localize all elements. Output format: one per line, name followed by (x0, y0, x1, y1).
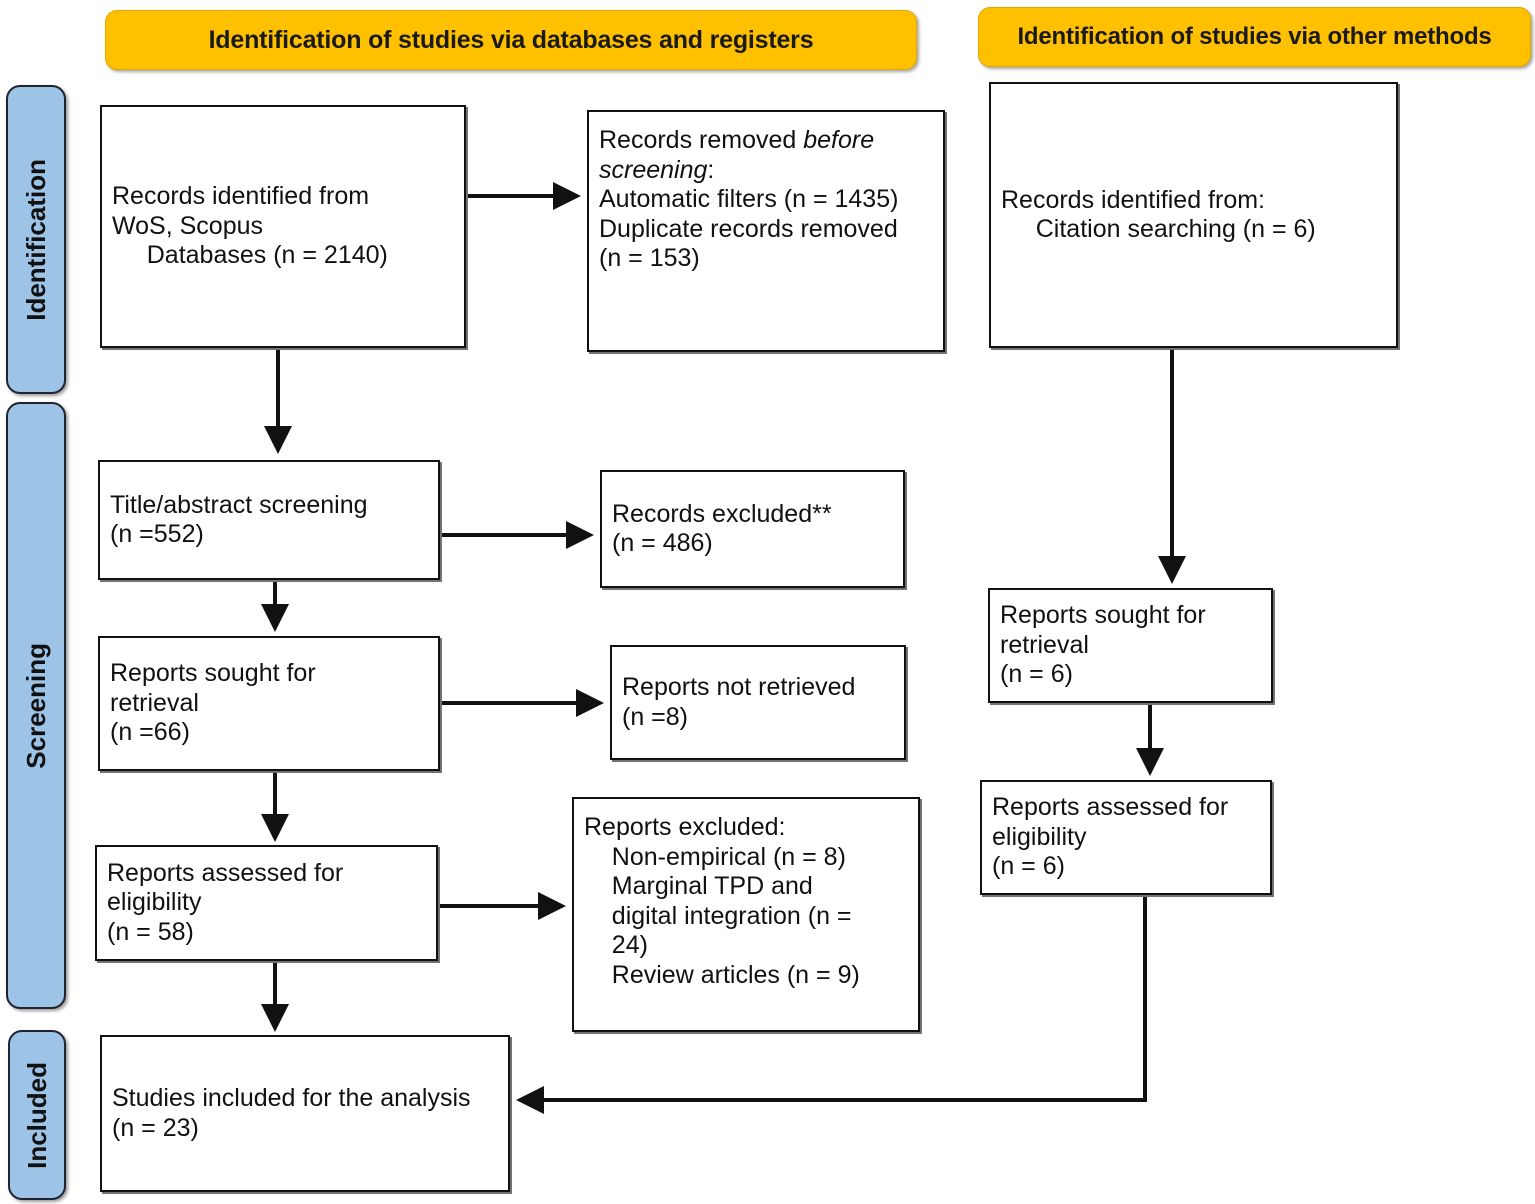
box-reports-assessed-eligibility-left: Reports assessed for eligibility (n = 58… (95, 845, 438, 961)
records-removed-emphasis: before screening (599, 126, 882, 184)
stage-label-identification: Identification (6, 85, 66, 394)
box-records-identified-other-methods-text: Records identified from: Citation search… (1001, 185, 1316, 244)
box-title-abstract-screening: Title/abstract screening (n =552) (98, 460, 440, 580)
box-reports-sought-retrieval-right-text: Reports sought for retrieval (n = 6) (1000, 601, 1206, 689)
stage-label-included: Included (8, 1030, 66, 1200)
box-reports-not-retrieved-text: Reports not retrieved (n =8) (622, 673, 856, 731)
header-databases-registers: Identification of studies via databases … (105, 10, 917, 70)
box-reports-not-retrieved: Reports not retrieved (n =8) (610, 645, 906, 760)
box-records-identified-databases: Records identified from WoS, Scopus Data… (100, 105, 466, 348)
box-records-excluded-text: Records excluded** (n = 486) (612, 499, 832, 558)
records-removed-lead: Records removed (599, 126, 804, 154)
box-reports-assessed-eligibility-left-text: Reports assessed for eligibility (n = 58… (107, 858, 344, 946)
box-title-abstract-screening-text: Title/abstract screening (n =552) (110, 490, 368, 549)
box-reports-assessed-eligibility-right: Reports assessed for eligibility (n = 6) (980, 780, 1272, 895)
stage-label-screening-text: Screening (20, 642, 51, 769)
box-records-identified-databases-text: Records identified from WoS, Scopus Data… (112, 182, 388, 270)
records-removed-rest: : Automatic filters (n = 1435) Duplicate… (599, 155, 899, 273)
box-records-excluded: Records excluded** (n = 486) (600, 470, 905, 588)
box-studies-included-text: Studies included for the analysis (n = 2… (112, 1084, 471, 1142)
box-reports-sought-retrieval-left-text: Reports sought for retrieval (n =66) (110, 659, 316, 747)
box-reports-sought-retrieval-left: Reports sought for retrieval (n =66) (98, 636, 440, 771)
header-other-methods-label: Identification of studies via other meth… (1017, 23, 1492, 50)
box-reports-sought-retrieval-right: Reports sought for retrieval (n = 6) (988, 588, 1273, 703)
box-records-removed-before-screening: Records removed before screening: Automa… (587, 110, 945, 352)
stage-label-screening: Screening (6, 402, 66, 1009)
box-reports-excluded-text: Reports excluded: Non-empirical (n = 8) … (584, 813, 860, 989)
box-reports-assessed-eligibility-right-text: Reports assessed for eligibility (n = 6) (992, 793, 1229, 881)
box-records-removed-text: Records removed before screening: Automa… (589, 112, 943, 274)
header-databases-label: Identification of studies via databases … (208, 25, 814, 54)
box-reports-excluded: Reports excluded: Non-empirical (n = 8) … (572, 797, 920, 1032)
stage-label-identification-text: Identification (20, 158, 51, 321)
box-records-identified-other-methods: Records identified from: Citation search… (989, 82, 1398, 348)
header-other-methods: Identification of studies via other meth… (978, 7, 1531, 67)
stage-label-included-text: Included (21, 1061, 52, 1169)
box-studies-included: Studies included for the analysis (n = 2… (100, 1035, 510, 1192)
